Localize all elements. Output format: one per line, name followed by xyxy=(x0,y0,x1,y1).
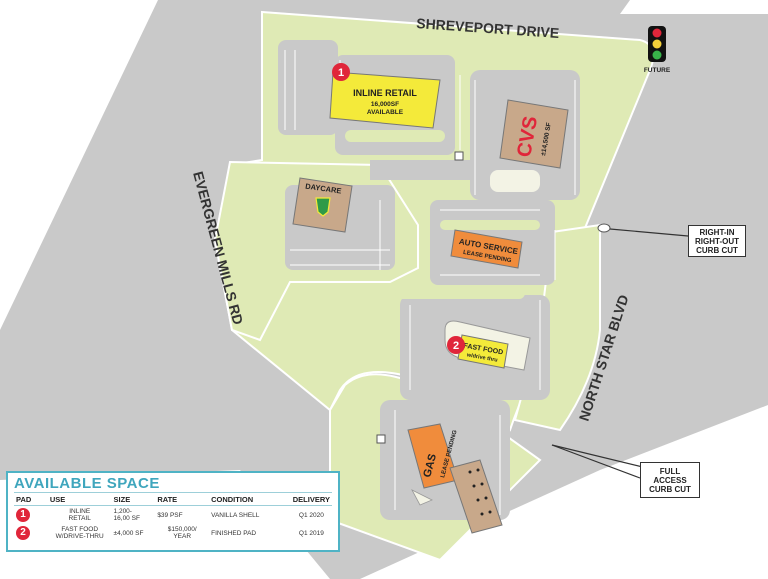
parking-lot-nw xyxy=(278,40,338,135)
pad-1-number: 1 xyxy=(338,67,344,79)
dumpster-icon-1 xyxy=(454,151,464,161)
dumpster-icon-2 xyxy=(376,434,386,444)
callout-right-in-right-out: RIGHT-IN RIGHT-OUT CURB CUT xyxy=(688,225,746,257)
offsite-top-right xyxy=(620,0,768,14)
row-delivery: Q1 2019 xyxy=(298,529,324,537)
leader-line-riro xyxy=(609,228,689,237)
callout-full-line-1: FULL xyxy=(659,467,681,476)
leader-line-full xyxy=(551,444,641,479)
pad-2-badge: 2 xyxy=(16,526,30,540)
pad-1-badge: 1 xyxy=(16,508,30,522)
row-pad: 2 xyxy=(14,524,48,542)
traffic-light-icon xyxy=(648,26,666,62)
pad-1-marker[interactable]: 1 xyxy=(332,63,350,81)
offsite-left xyxy=(0,0,158,330)
daycare-logo-icon xyxy=(315,197,331,217)
callout-riro-line-2: RIGHT-OUT xyxy=(695,237,739,246)
row-condition: FINISHED PAD xyxy=(211,529,257,537)
row-condition: VANILLA SHELL xyxy=(211,511,260,519)
available-space-table: PAD USE SIZE RATE CONDITION DELIVERY 1 I… xyxy=(14,493,332,542)
row-pad: 1 xyxy=(14,506,48,525)
inline-retail-size: 16,000SF xyxy=(371,101,399,108)
gas-label: GAS xyxy=(421,453,439,479)
header-use: USE xyxy=(47,493,112,506)
row-rate: $150,000/YEAR xyxy=(167,526,197,540)
future-label: FUTURE xyxy=(644,67,671,74)
fast-food-status: w/drive thru xyxy=(465,352,498,363)
island-4 xyxy=(490,170,540,192)
header-delivery: DELIVERY xyxy=(290,493,332,506)
island-2 xyxy=(440,220,540,230)
header-pad: PAD xyxy=(14,493,48,506)
pad-2-number: 2 xyxy=(453,340,459,352)
inline-retail-label: INLINE RETAIL xyxy=(353,88,417,98)
inline-retail-status: AVAILABLE xyxy=(367,109,404,116)
callout-full-line-3: CURB CUT xyxy=(649,485,691,494)
callout-full-line-2: ACCESS xyxy=(653,476,687,485)
parking-stalls xyxy=(284,50,576,515)
gas-building[interactable]: GAS LEASE PENDING xyxy=(407,423,459,506)
fast-food-building[interactable]: FAST FOOD w/drive thru xyxy=(444,320,531,371)
header-size: SIZE xyxy=(111,493,156,506)
row-rate: $39 PSF xyxy=(157,511,183,519)
row-size: ±4,000 SF xyxy=(113,529,144,537)
available-space-title: AVAILABLE SPACE xyxy=(14,475,332,493)
callout-full-access: FULL ACCESS CURB CUT xyxy=(640,462,700,498)
header-condition: CONDITION xyxy=(209,493,291,506)
row-size: 1,200-16,00 SF xyxy=(113,508,140,522)
available-space-panel: AVAILABLE SPACE PAD USE SIZE RATE CONDIT… xyxy=(6,471,340,552)
gas-canopy xyxy=(449,459,503,534)
auto-service-building[interactable]: AUTO SERVICE LEASE PENDING xyxy=(450,229,523,269)
island-1 xyxy=(395,285,525,299)
inline-retail-building[interactable]: INLINE RETAIL 16,000SF AVAILABLE xyxy=(329,71,441,129)
leader-line-full-2 xyxy=(551,444,656,471)
daycare-building[interactable]: DAYCARE xyxy=(292,177,353,233)
row-delivery: Q1 2020 xyxy=(298,511,324,519)
curb-cut-marker-riro xyxy=(597,223,611,233)
header-rate: RATE xyxy=(155,493,210,506)
table-header-row: PAD USE SIZE RATE CONDITION DELIVERY xyxy=(14,493,332,506)
callout-riro-line-1: RIGHT-IN xyxy=(699,228,735,237)
pad-2-marker[interactable]: 2 xyxy=(447,336,465,354)
island-3 xyxy=(345,130,445,142)
cvs-building[interactable]: CVS ±14,500 SF xyxy=(499,99,569,169)
callout-riro-line-3: CURB CUT xyxy=(696,246,738,255)
